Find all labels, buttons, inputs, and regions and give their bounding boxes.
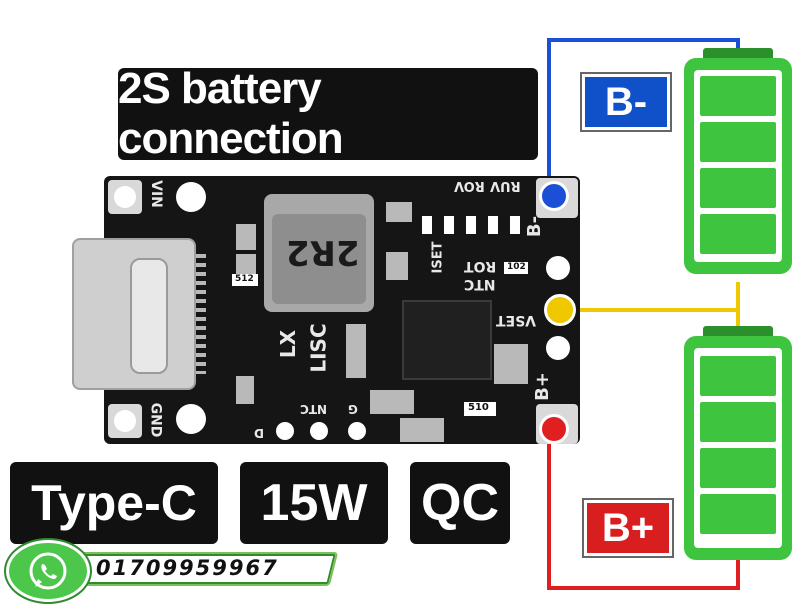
d-mark: D bbox=[254, 426, 264, 440]
lx-mark: LX bbox=[276, 329, 301, 359]
resistor bbox=[422, 216, 432, 234]
capacitor bbox=[370, 390, 414, 414]
resistor bbox=[444, 216, 454, 234]
battery-icon bbox=[684, 48, 792, 274]
g-mark: G bbox=[348, 402, 358, 416]
b-plus-point bbox=[539, 414, 569, 444]
resistor-512 bbox=[232, 274, 258, 286]
resistor bbox=[466, 216, 476, 234]
lisc-mark: LISC bbox=[306, 323, 331, 373]
resistor bbox=[510, 216, 520, 234]
pad bbox=[546, 336, 570, 360]
resistor-102 bbox=[504, 262, 528, 274]
ntc-mark: NTC bbox=[464, 276, 496, 292]
power-tag: 15W bbox=[240, 462, 388, 544]
b-plus-mark: B+ bbox=[531, 372, 553, 401]
ruv-mark: RUV bbox=[490, 178, 521, 193]
capacitor bbox=[346, 324, 366, 378]
whatsapp-icon[interactable] bbox=[6, 540, 90, 602]
battery-icon bbox=[684, 326, 792, 560]
qc-tag: QC bbox=[410, 462, 510, 544]
ntc-bottom-mark: NTC bbox=[300, 402, 328, 416]
negative-terminal-badge: B- bbox=[582, 74, 670, 130]
charger-pcb: 2R2 510 512 102 VIN GND B- B+ VSET NTC R… bbox=[72, 176, 580, 444]
pad-d bbox=[276, 422, 294, 440]
rov-mark: ROV bbox=[454, 178, 485, 193]
pad bbox=[546, 256, 570, 280]
mounting-hole bbox=[114, 186, 136, 208]
balance-point bbox=[544, 294, 576, 326]
pad-g bbox=[348, 422, 366, 440]
ic-chip bbox=[402, 300, 492, 380]
type-c-tag: Type-C bbox=[10, 462, 218, 544]
b-minus-mark: B- bbox=[524, 215, 546, 238]
pad-ntc bbox=[310, 422, 328, 440]
capacitor bbox=[386, 202, 412, 222]
capacitor bbox=[386, 252, 408, 280]
mounting-hole bbox=[176, 404, 206, 434]
b-minus-point bbox=[539, 181, 569, 211]
gnd-mark: GND bbox=[147, 402, 164, 438]
capacitor bbox=[494, 344, 528, 384]
resistor-code: 512 bbox=[235, 274, 254, 284]
positive-terminal-badge: B+ bbox=[584, 500, 672, 556]
capacitor bbox=[400, 418, 444, 442]
rot-mark: ROT bbox=[464, 258, 497, 274]
contact-strip: 01709959967 bbox=[0, 538, 340, 602]
mounting-hole bbox=[176, 182, 206, 212]
capacitor bbox=[236, 376, 254, 404]
capacitor bbox=[236, 254, 256, 280]
inductor-code: 2R2 bbox=[286, 232, 360, 272]
capacitor bbox=[236, 224, 256, 250]
phone-number[interactable]: 01709959967 bbox=[96, 556, 279, 580]
resistor-510 bbox=[464, 402, 496, 416]
usb-c-connector bbox=[72, 238, 196, 390]
positive-wire bbox=[547, 430, 740, 590]
resistor-code: 102 bbox=[507, 262, 526, 272]
vset-mark: VSET bbox=[496, 312, 537, 328]
iset-mark: ISET bbox=[430, 241, 446, 274]
resistor-code: 510 bbox=[468, 402, 489, 413]
resistor bbox=[488, 216, 498, 234]
inductor: 2R2 bbox=[264, 194, 374, 312]
connector-pins bbox=[196, 254, 206, 374]
vin-mark: VIN bbox=[147, 180, 164, 208]
mounting-hole bbox=[114, 410, 136, 432]
title-banner: 2S battery connection bbox=[118, 64, 538, 163]
